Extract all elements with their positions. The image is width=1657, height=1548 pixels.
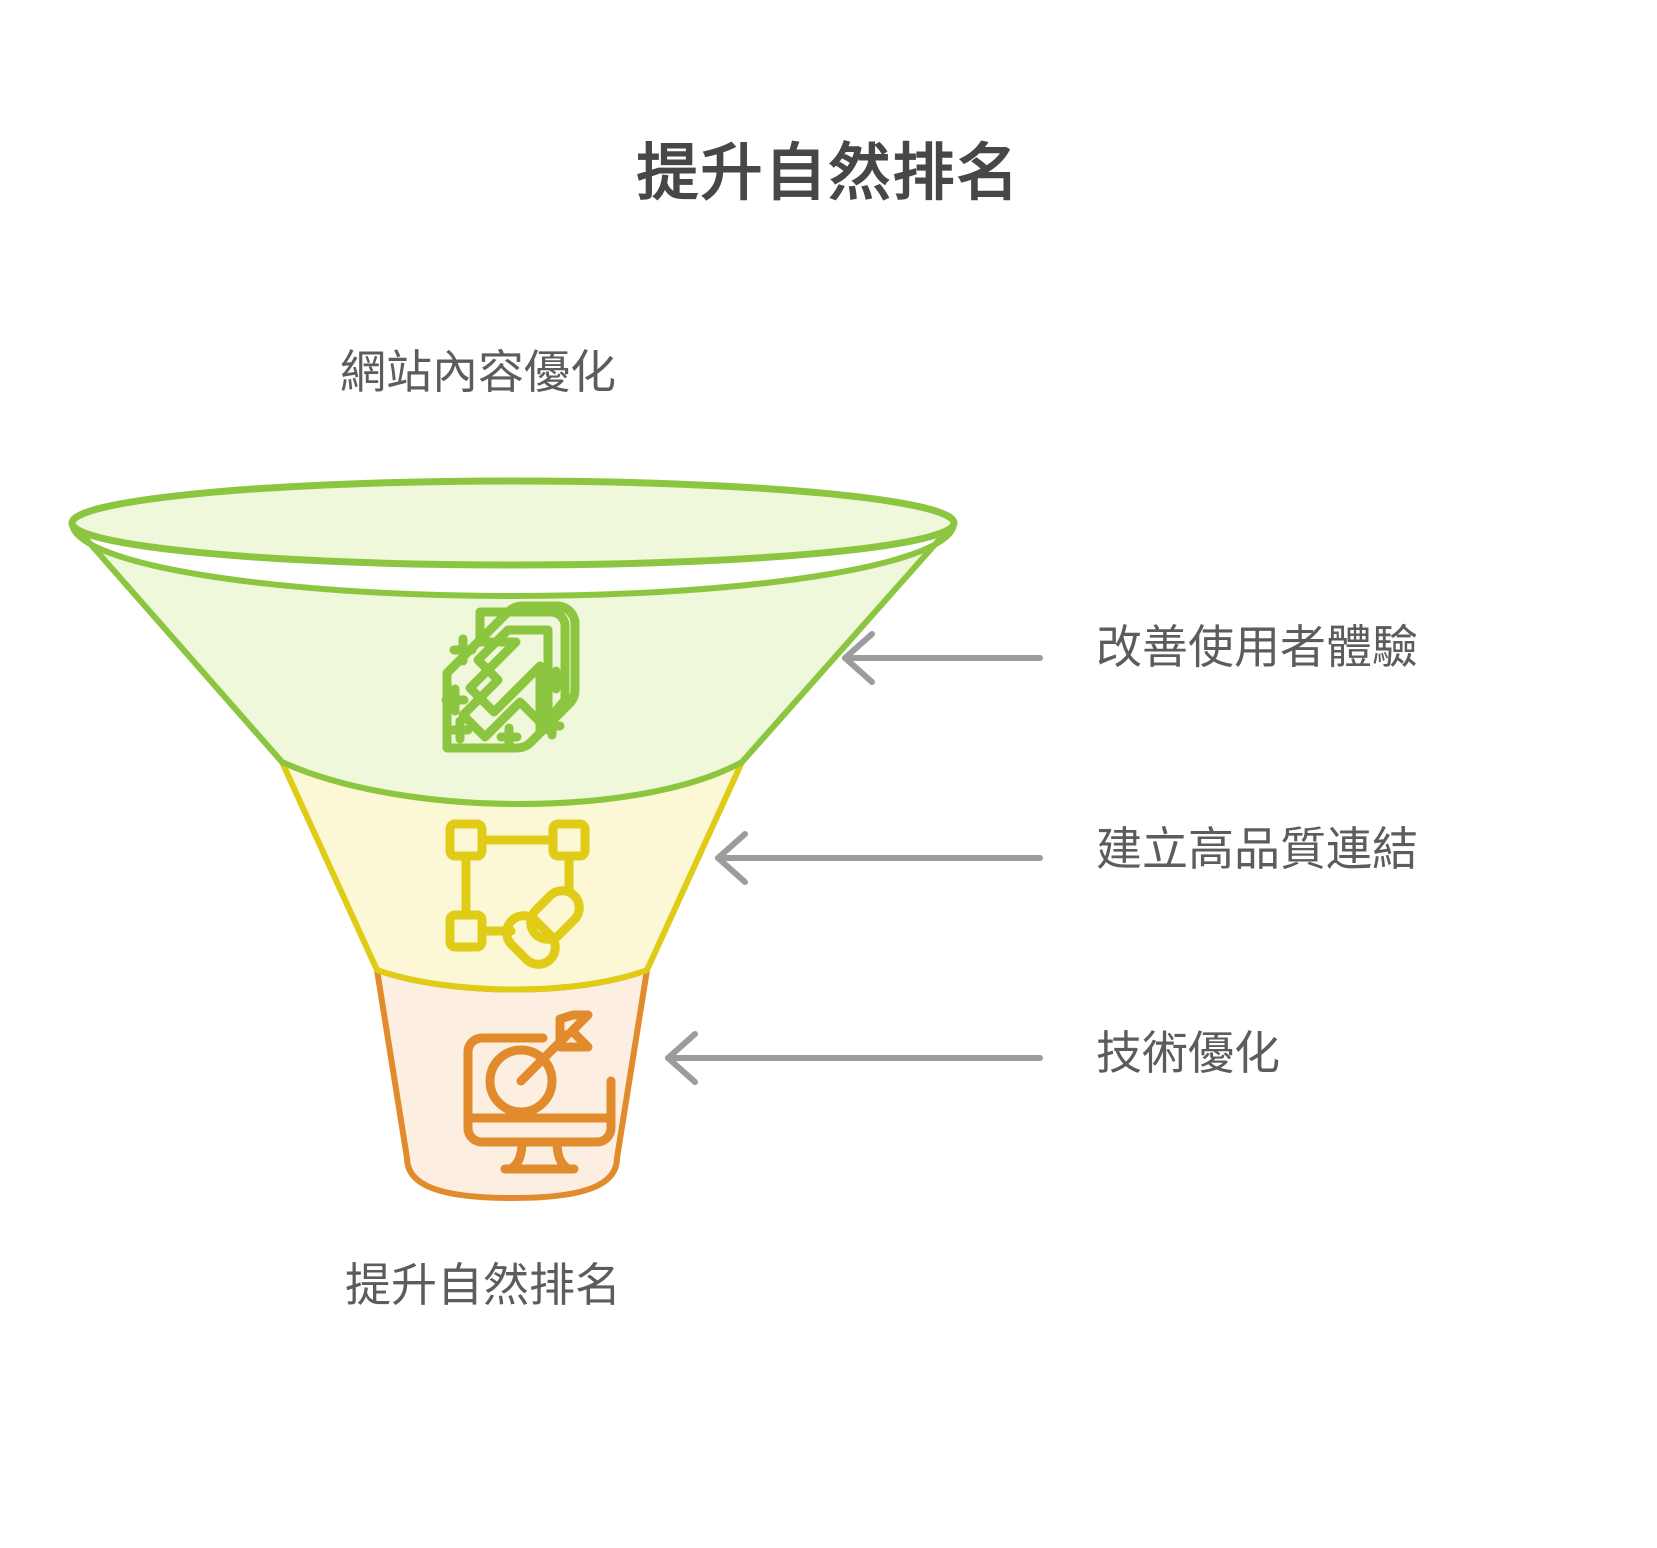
funnel-bottom-label: 提升自然排名 [345,1259,621,1311]
page-title: 提升自然排名 [636,139,1021,208]
magic-wand-growth-arrow-icon [441,601,580,753]
funnel-top-label: 網站內容優化 [340,346,616,398]
funnel-rim-ellipse [68,477,958,569]
monitor-target-dart-icon [463,1010,616,1174]
callout-label-quality-links: 建立高品質連結 [1096,823,1418,875]
connector-arrow-3 [665,1031,1043,1085]
callout-label-improve-ux: 改善使用者體驗 [1096,621,1418,673]
connector-arrow-1 [842,631,1043,685]
funnel-stage-top[interactable] [68,477,958,807]
connector-arrow-2 [715,831,1043,885]
link-network-icon [445,819,590,969]
callout-connectors [665,631,1043,1085]
funnel-stage-top-body [69,520,957,807]
callout-label-technical-opt: 技術優化 [1096,1027,1280,1079]
